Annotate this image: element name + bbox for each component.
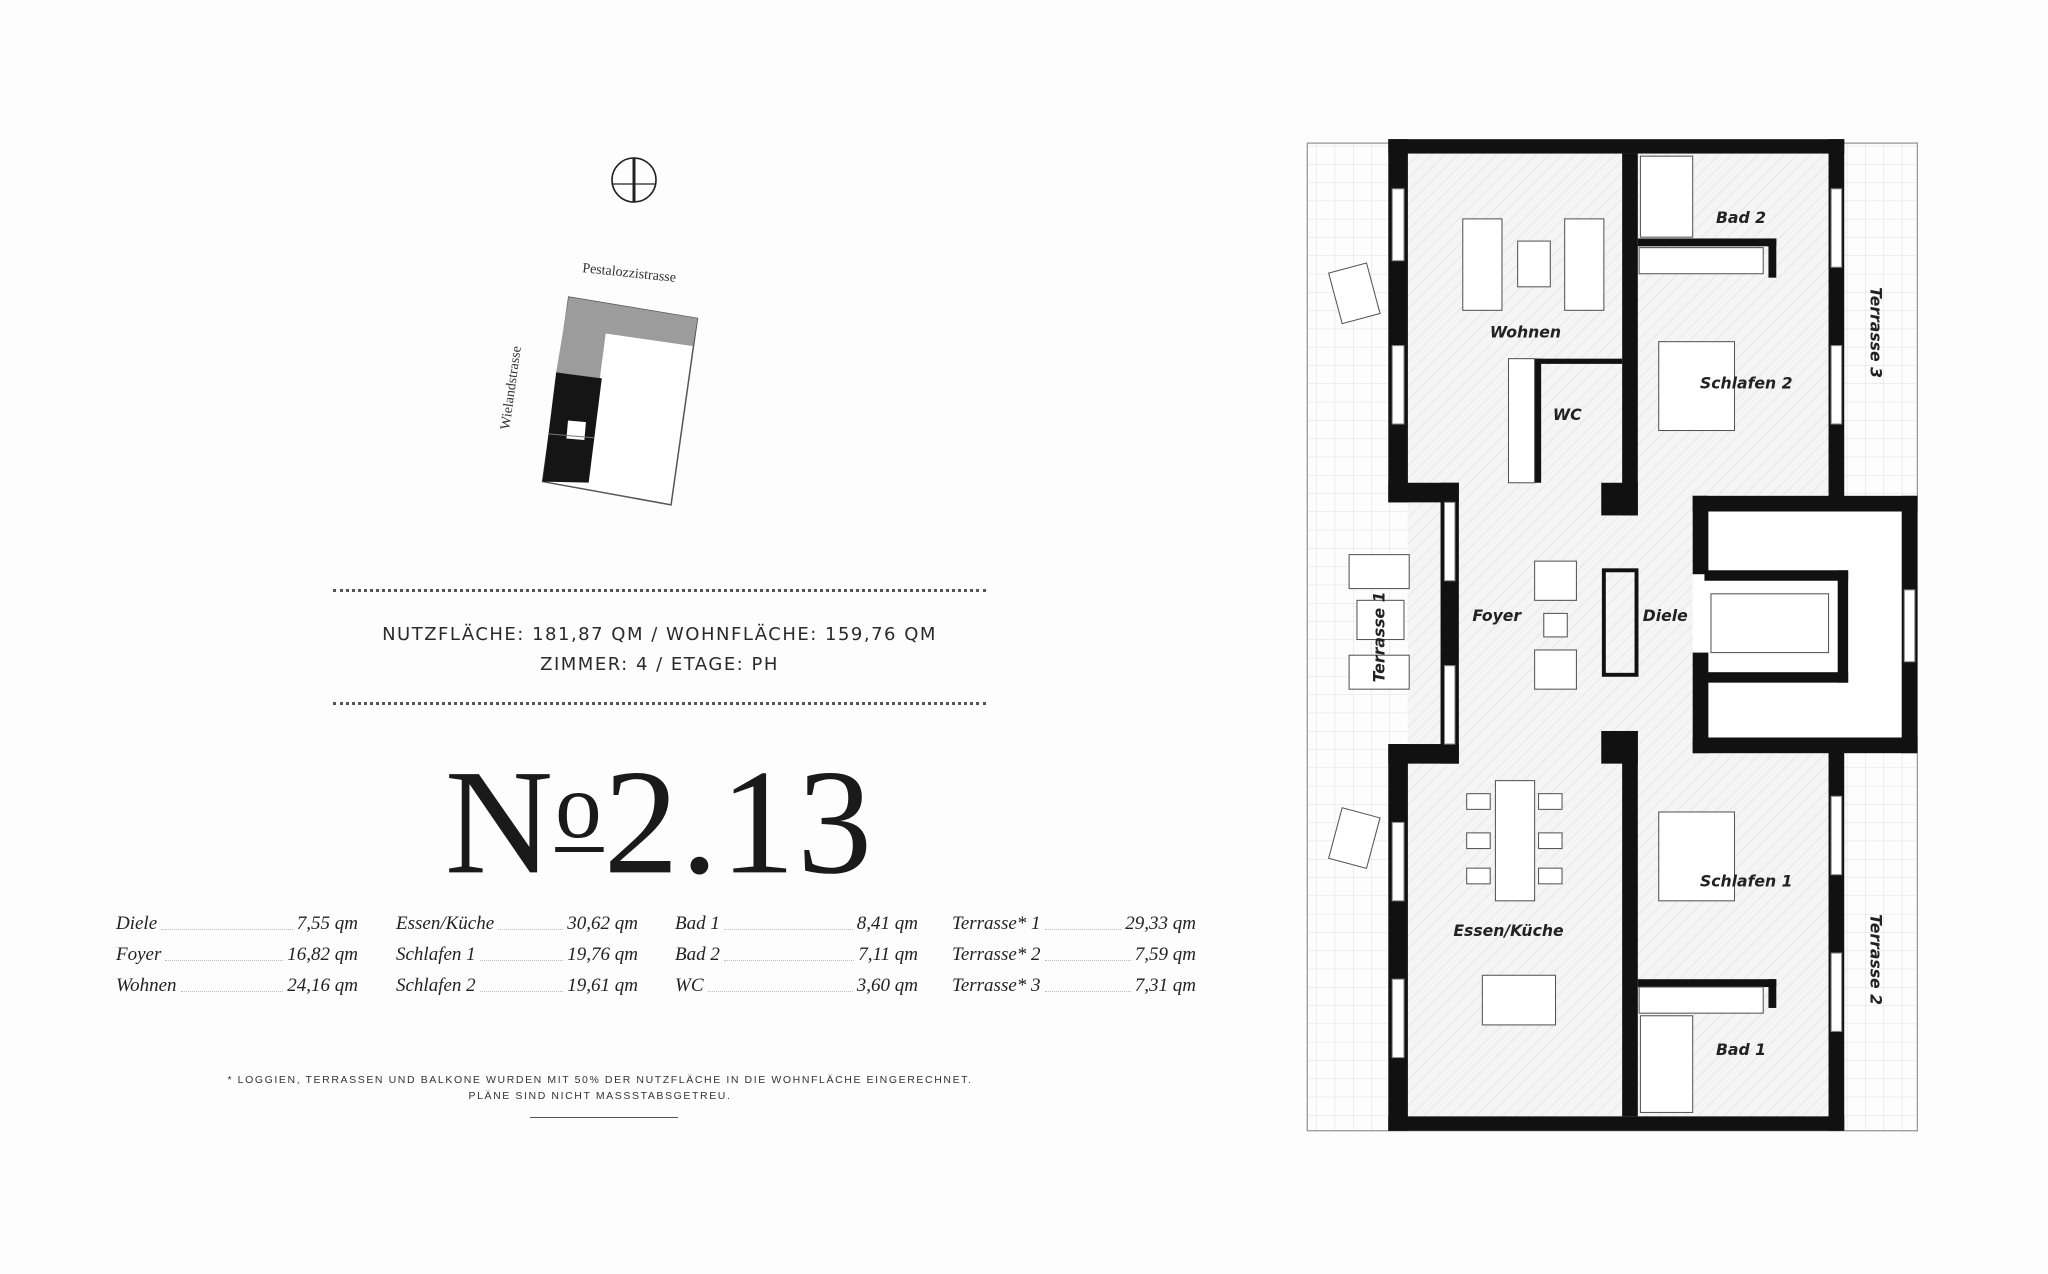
street-label-west: Wielandstrasse xyxy=(498,345,525,431)
room-label-terrasse2: Terrasse 2 xyxy=(1866,914,1885,1005)
room-floor-summary: ZIMMER: 4 / ETAGE: PH xyxy=(540,654,779,675)
unit-number: No2.13 xyxy=(444,739,875,906)
divider-bottom xyxy=(333,702,986,705)
room-label-bad2: Bad 2 xyxy=(1716,208,1766,227)
furniture xyxy=(1328,155,1830,1113)
room-label-diele: Diele xyxy=(1643,606,1688,625)
footnote-rule xyxy=(530,1117,678,1118)
site-plan xyxy=(541,296,699,506)
room-label-schlafen1: Schlafen 1 xyxy=(1700,871,1793,890)
floor-plan: Wohnen WC Bad 2 Schlafen 2 Foyer Diele E… xyxy=(1306,139,1919,1132)
footnote-line-1: * LOGGIEN, TERRASSEN UND BALKONE WURDEN … xyxy=(227,1074,973,1086)
room-label-wohnen: Wohnen xyxy=(1490,323,1561,342)
room-label-bad1: Bad 1 xyxy=(1716,1040,1766,1059)
footnote-line-2: PLÄNE SIND NICHT MASSSTABSGETREU. xyxy=(468,1090,732,1102)
street-label-north: Pestalozzistrasse xyxy=(581,261,677,286)
room-label-wc: WC xyxy=(1553,405,1582,424)
divider-top xyxy=(333,589,986,592)
area-summary: NUTZFLÄCHE: 181,87 QM / WOHNFLÄCHE: 159,… xyxy=(382,624,937,645)
room-label-schlafen2: Schlafen 2 xyxy=(1700,374,1793,393)
footnote: * LOGGIEN, TERRASSEN UND BALKONE WURDEN … xyxy=(200,1072,1000,1104)
room-label-terrasse1: Terrasse 1 xyxy=(1369,591,1388,682)
room-label-terrasse3: Terrasse 3 xyxy=(1866,287,1885,378)
north-arrow-icon xyxy=(611,157,657,203)
room-label-foyer: Foyer xyxy=(1472,606,1522,625)
room-label-essen-kueche: Essen/Küche xyxy=(1453,921,1564,940)
